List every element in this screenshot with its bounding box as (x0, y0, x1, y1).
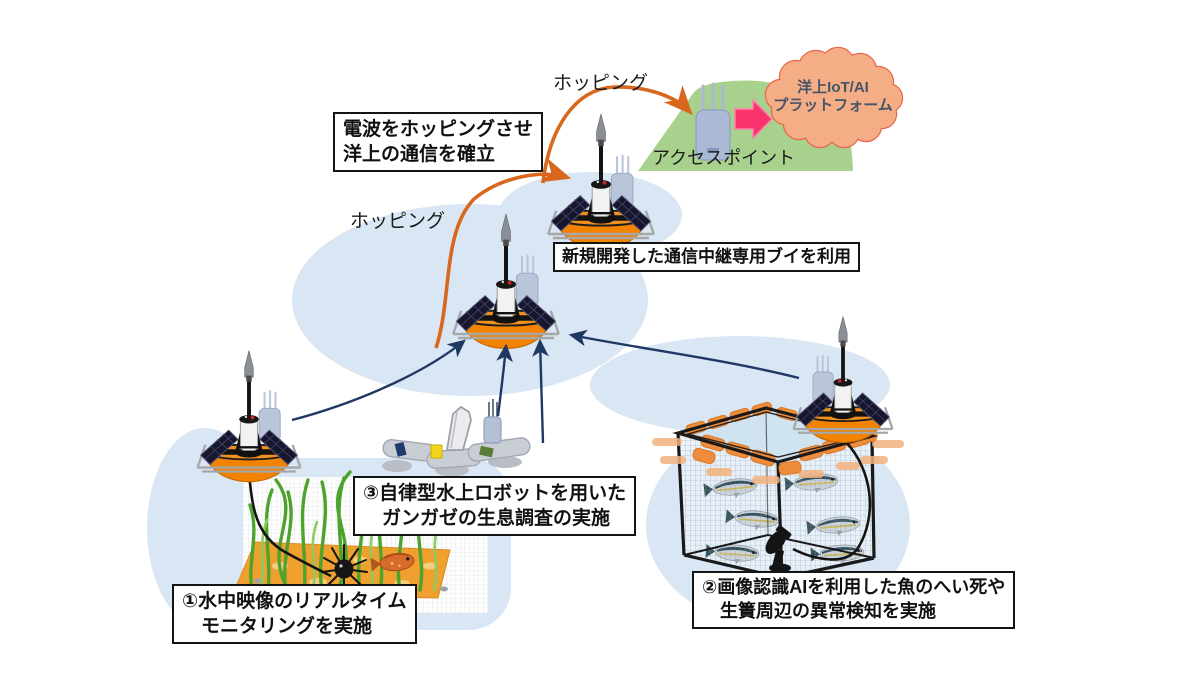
fish-cage (652, 401, 904, 580)
access-point-router (695, 82, 731, 161)
uplink-arrows (291, 329, 800, 444)
callout-step3: ③自律型水上ロボットを用いた ガンガゼの生息調査の実施 (353, 476, 637, 537)
callout-establish-link-line2: 洋上の通信を確立 (343, 144, 496, 166)
hopping-arrow-upper (541, 85, 693, 184)
robot-router (483, 399, 502, 444)
uplink-arrow-left (291, 339, 466, 422)
cable-right (792, 441, 872, 561)
callout-step2: ②画像認識AIを利用した魚のへい死や 生簀周辺の異常検知を実施 (692, 571, 1016, 629)
uplink-arrow-right (568, 329, 800, 380)
reef-fish-icon (370, 552, 415, 572)
callout-step1-line2: モニタリングを実施 (201, 616, 373, 638)
float-streaks (652, 438, 904, 484)
hopping-arrow-lower (434, 158, 572, 349)
access-point-label: アクセスポイント (652, 148, 796, 168)
uplink-arrow-robot2 (532, 338, 549, 444)
callout-step1-line1: ①水中映像のリアルタイム (182, 591, 407, 612)
hopping-arrows (434, 85, 693, 349)
callout-establish-link-line1: 電波をホッピングさせ (343, 119, 534, 140)
cloud-label-line2: プラットフォーム (773, 97, 893, 114)
buoy-left-monitoring (195, 348, 303, 484)
callout-relay-buoy-line1: 新規開発した通信中継専用ブイを利用 (562, 247, 851, 266)
callout-step1: ①水中映像のリアルタイム モニタリングを実施 (172, 584, 417, 645)
cloud-label: 洋上IoT/AI プラットフォーム (768, 79, 898, 115)
offshore-cloud (764, 46, 904, 149)
callout-step3-line2: ガンガゼの生息調査の実施 (382, 508, 611, 530)
callout-step3-line1: ③自律型水上ロボットを用いた (363, 483, 627, 504)
platform-arrow-icon (734, 98, 774, 140)
hopping-label-mid: ホッピング (350, 211, 446, 232)
callout-establish-link: 電波をホッピングさせ 洋上の通信を確立 (333, 112, 544, 173)
callout-step2-line1: ②画像認識AIを利用した魚のへい死や (702, 577, 1006, 597)
cage-camera (765, 525, 792, 573)
callout-relay-buoy: 新規開発した通信中継専用ブイを利用 (553, 242, 860, 273)
uplink-arrow-robot (496, 343, 513, 417)
cable-left (247, 471, 332, 578)
hopping-label-top: ホッピング (553, 73, 649, 94)
sea-urchin (321, 544, 368, 589)
cloud-label-line1: 洋上IoT/AI (797, 79, 869, 96)
water-robot (382, 399, 531, 477)
callout-step2-line2: 生簀周辺の異常検知を実施 (720, 600, 936, 621)
